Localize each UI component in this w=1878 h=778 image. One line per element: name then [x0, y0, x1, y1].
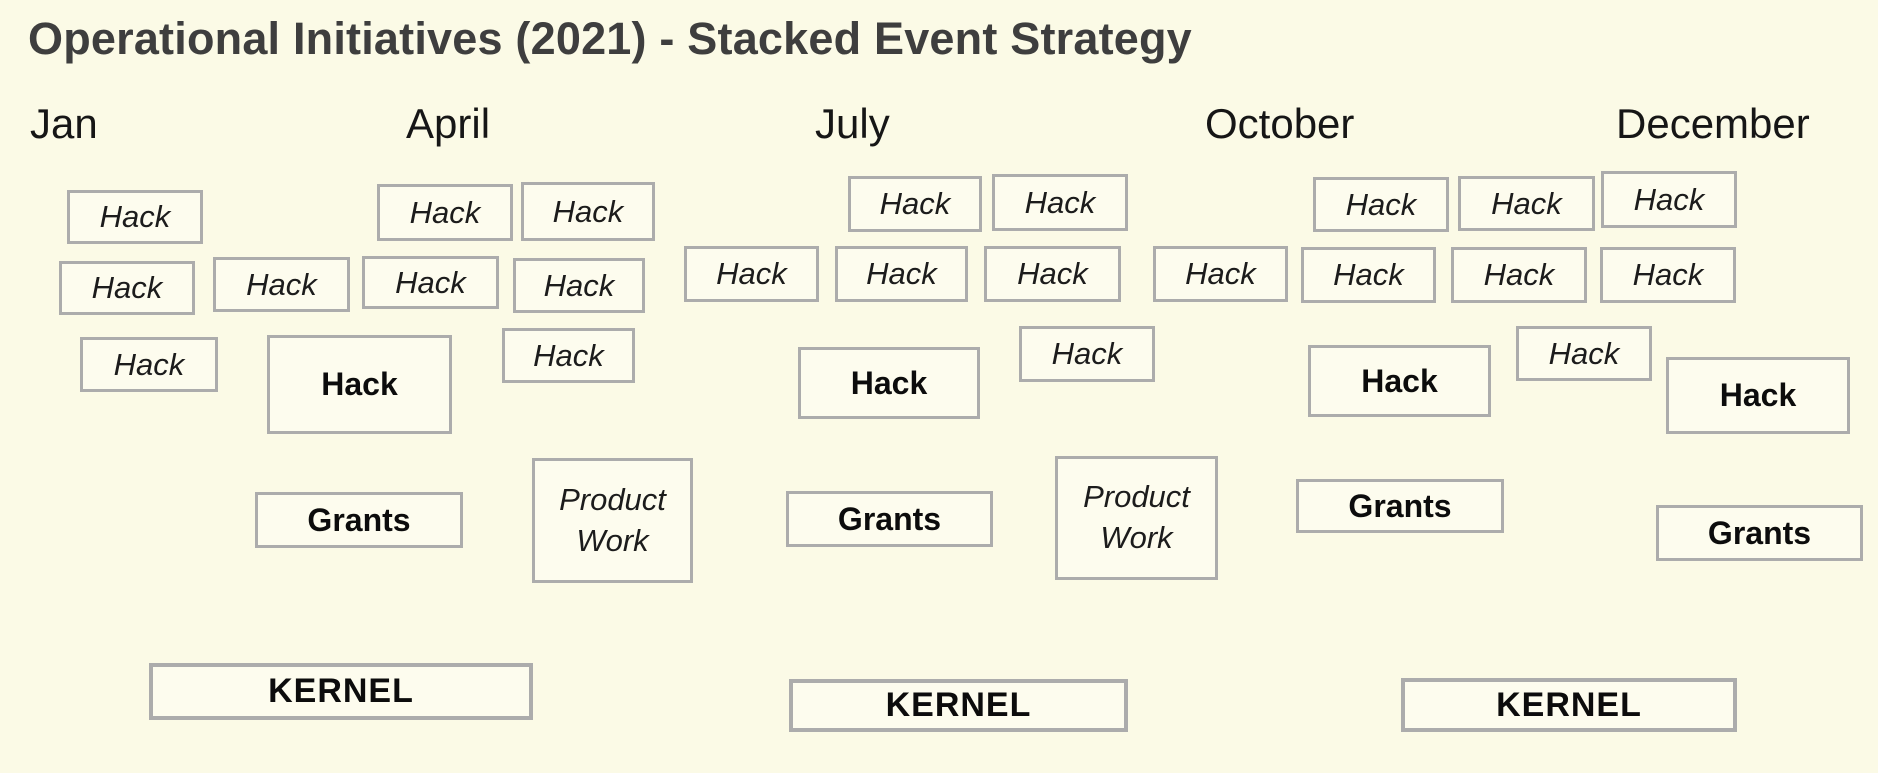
event-box-grants: Grants [1656, 505, 1863, 561]
event-box-product-work: Product Work [532, 458, 693, 583]
event-box-hack: Hack [362, 256, 499, 309]
event-box-hack: Hack [377, 184, 513, 241]
event-box-hack: Hack [798, 347, 980, 419]
event-box-hack: Hack [1666, 357, 1850, 434]
event-box-hack: Hack [59, 261, 195, 315]
event-box-hack: Hack [992, 174, 1128, 231]
event-box-kernel: KERNEL [1401, 678, 1737, 732]
event-box-hack: Hack [213, 257, 350, 312]
event-box-hack: Hack [1458, 176, 1595, 231]
event-box-hack: Hack [1601, 171, 1737, 228]
event-box-grants: Grants [786, 491, 993, 547]
event-box-kernel: KERNEL [149, 663, 533, 720]
page-title: Operational Initiatives (2021) - Stacked… [28, 13, 1192, 64]
event-box-hack: Hack [521, 182, 655, 241]
event-box-grants: Grants [1296, 479, 1504, 533]
month-label-october: October [1205, 100, 1355, 147]
month-label-jan: Jan [30, 100, 98, 147]
event-box-hack: Hack [513, 258, 645, 313]
event-box-hack: Hack [984, 246, 1121, 302]
event-box-hack: Hack [1516, 326, 1652, 381]
event-box-hack: Hack [1600, 247, 1736, 303]
event-box-hack: Hack [267, 335, 452, 434]
month-label-july: July [815, 100, 890, 147]
event-box-hack: Hack [684, 246, 819, 302]
month-label-december: December [1616, 100, 1810, 147]
event-box-hack: Hack [502, 328, 635, 383]
event-box-hack: Hack [1451, 247, 1587, 303]
event-box-product-work: Product Work [1055, 456, 1218, 580]
event-box-hack: Hack [1301, 247, 1436, 303]
bottom-strip [0, 773, 1878, 778]
month-label-april: April [406, 100, 491, 147]
event-box-hack: Hack [1153, 246, 1288, 302]
event-box-hack: Hack [67, 190, 203, 244]
event-box-hack: Hack [1308, 345, 1491, 417]
event-box-hack: Hack [835, 246, 968, 302]
event-box-kernel: KERNEL [789, 679, 1128, 732]
event-box-hack: Hack [80, 337, 218, 392]
event-box-grants: Grants [255, 492, 463, 548]
event-box-hack: Hack [848, 176, 982, 232]
event-box-hack: Hack [1313, 177, 1449, 232]
event-box-hack: Hack [1019, 326, 1155, 382]
